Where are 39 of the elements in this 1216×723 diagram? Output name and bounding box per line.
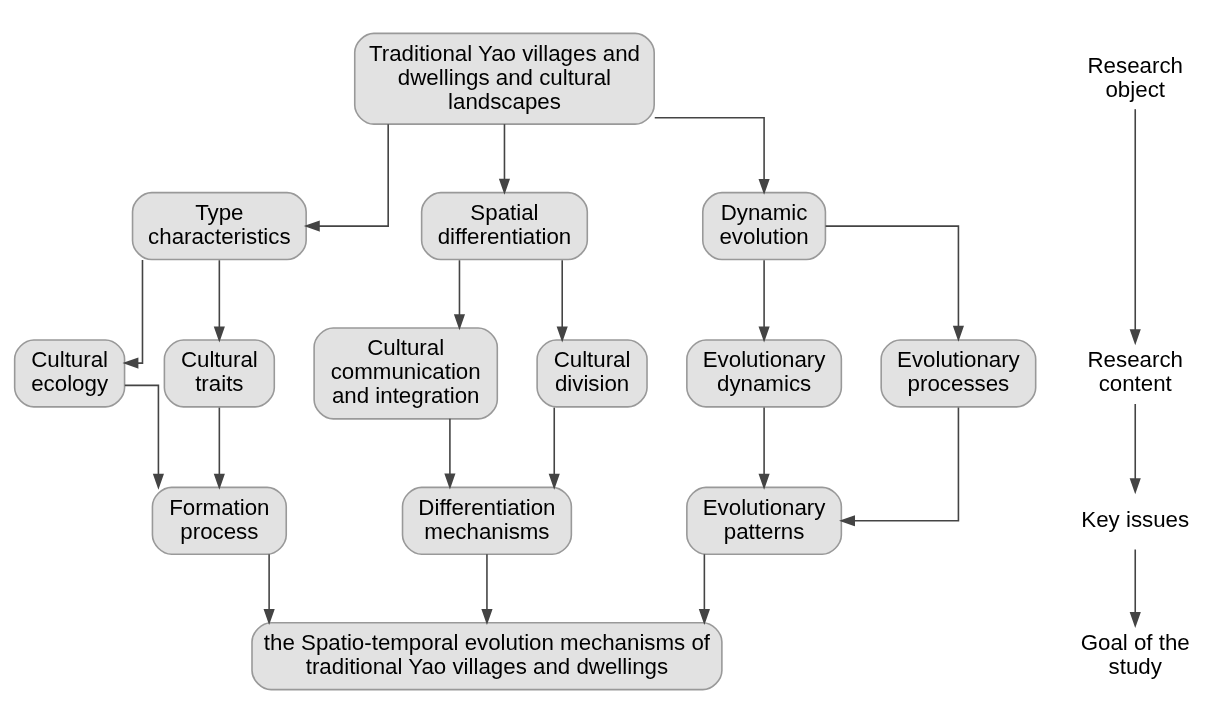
arrow [122, 259, 144, 369]
node-box: Cultural traits [163, 339, 276, 408]
arrow [758, 406, 770, 490]
node-box: Evolutionary dynamics [686, 339, 843, 408]
node-box: Evolutionary patterns [686, 486, 843, 556]
arrow [444, 418, 456, 490]
arrow [263, 553, 275, 626]
arrow [1129, 403, 1141, 495]
arrow [839, 406, 960, 527]
node-box: Formation process [151, 486, 288, 556]
node-box: Evolutionary processes [880, 339, 1037, 408]
node-text: Research content [1087, 347, 1183, 397]
node-box: Type characteristics [131, 191, 307, 261]
arrow [758, 259, 770, 343]
arrow [698, 553, 710, 626]
node-box: Cultural communication and integration [313, 327, 499, 420]
node-box: the Spatio-temporal evolution mechanisms of traditional Yao villages and dwellings [251, 621, 723, 691]
node-box: Differentiation mechanisms [401, 486, 573, 556]
arrow [1129, 548, 1141, 629]
arrow [548, 406, 560, 490]
arrow [213, 406, 225, 490]
node-box: Cultural ecology [13, 339, 126, 408]
arrow [124, 384, 164, 490]
arrow [481, 553, 493, 626]
node-box: Dynamic evolution [701, 191, 827, 261]
node-text: Key issues [1081, 506, 1190, 532]
arrow [303, 123, 389, 232]
node-text: Research object [1087, 52, 1183, 102]
node-box: Traditional Yao villages and dwellings and cultural landscapes [353, 32, 655, 125]
arrow [556, 259, 568, 343]
arrow [653, 117, 770, 195]
arrow [453, 259, 466, 331]
node-box: Spatial differentiation [420, 191, 589, 261]
node-box: Cultural division [536, 339, 648, 408]
arrow [824, 225, 964, 342]
arrow [213, 259, 225, 343]
arrow [498, 123, 511, 195]
node-text: Goal of the study [1080, 630, 1190, 680]
arrow [1129, 108, 1141, 346]
